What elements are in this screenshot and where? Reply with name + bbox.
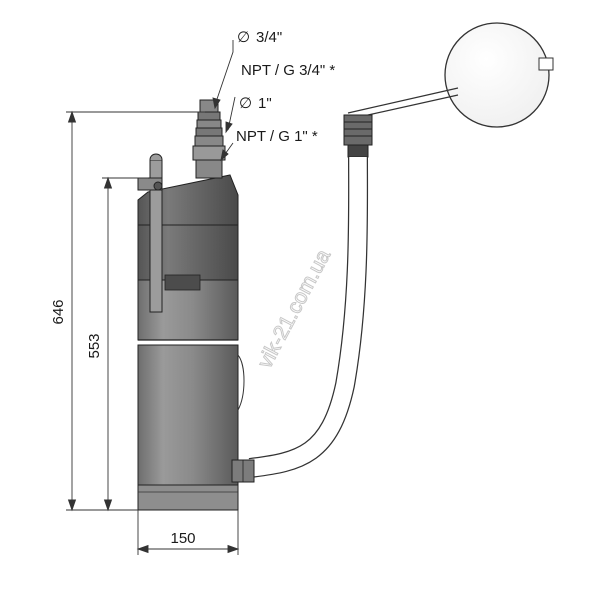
diameter-symbol-34: ∅ [237, 29, 250, 46]
dim-body-height: 553 [86, 333, 103, 358]
float-switch [343, 114, 373, 158]
callout-diam-1: 1" [258, 95, 272, 112]
callout-leaders [212, 40, 236, 162]
pump-handle [137, 153, 163, 313]
dim-width: 150 [170, 530, 195, 547]
outlet-fitting [192, 99, 226, 179]
float-rod [347, 87, 459, 120]
callout-npt-34: NPT / G 3/4" * [241, 62, 335, 79]
pump-body [137, 174, 255, 511]
callout-npt-1: NPT / G 1" * [236, 128, 318, 145]
diameter-symbol-1: ∅ [239, 95, 252, 112]
dimension-lines [66, 110, 240, 555]
hose [248, 156, 369, 478]
watermark-text: vik-21.com.ua [253, 246, 335, 372]
float-ball [444, 22, 554, 128]
callout-diam-34: 3/4" [256, 29, 282, 46]
dim-total-height: 646 [50, 299, 67, 324]
